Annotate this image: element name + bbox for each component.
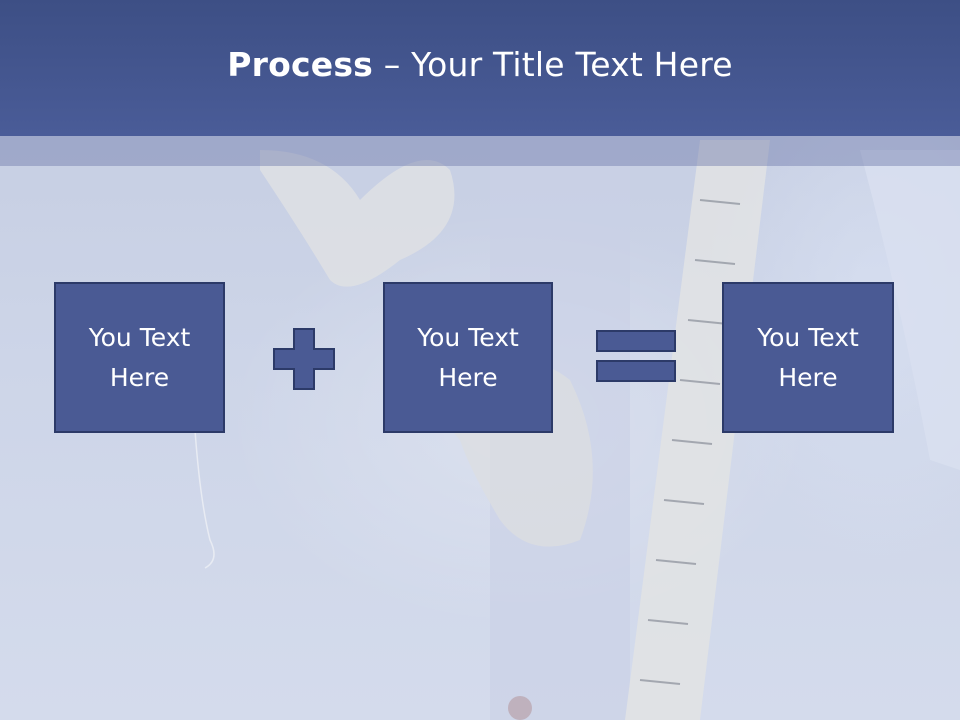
equals-icon bbox=[596, 330, 676, 382]
plus-icon bbox=[273, 328, 335, 390]
title-bar: Process – Your Title Text Here bbox=[0, 0, 960, 136]
process-box-3[interactable]: You Text Here bbox=[722, 282, 894, 433]
title-rest: – Your Title Text Here bbox=[373, 44, 733, 84]
process-box-1[interactable]: You Text Here bbox=[54, 282, 225, 433]
title-bar-band bbox=[0, 136, 960, 166]
slide-title: Process – Your Title Text Here bbox=[227, 45, 733, 84]
title-bold-word: Process bbox=[227, 44, 374, 84]
process-box-2[interactable]: You Text Here bbox=[383, 282, 553, 433]
